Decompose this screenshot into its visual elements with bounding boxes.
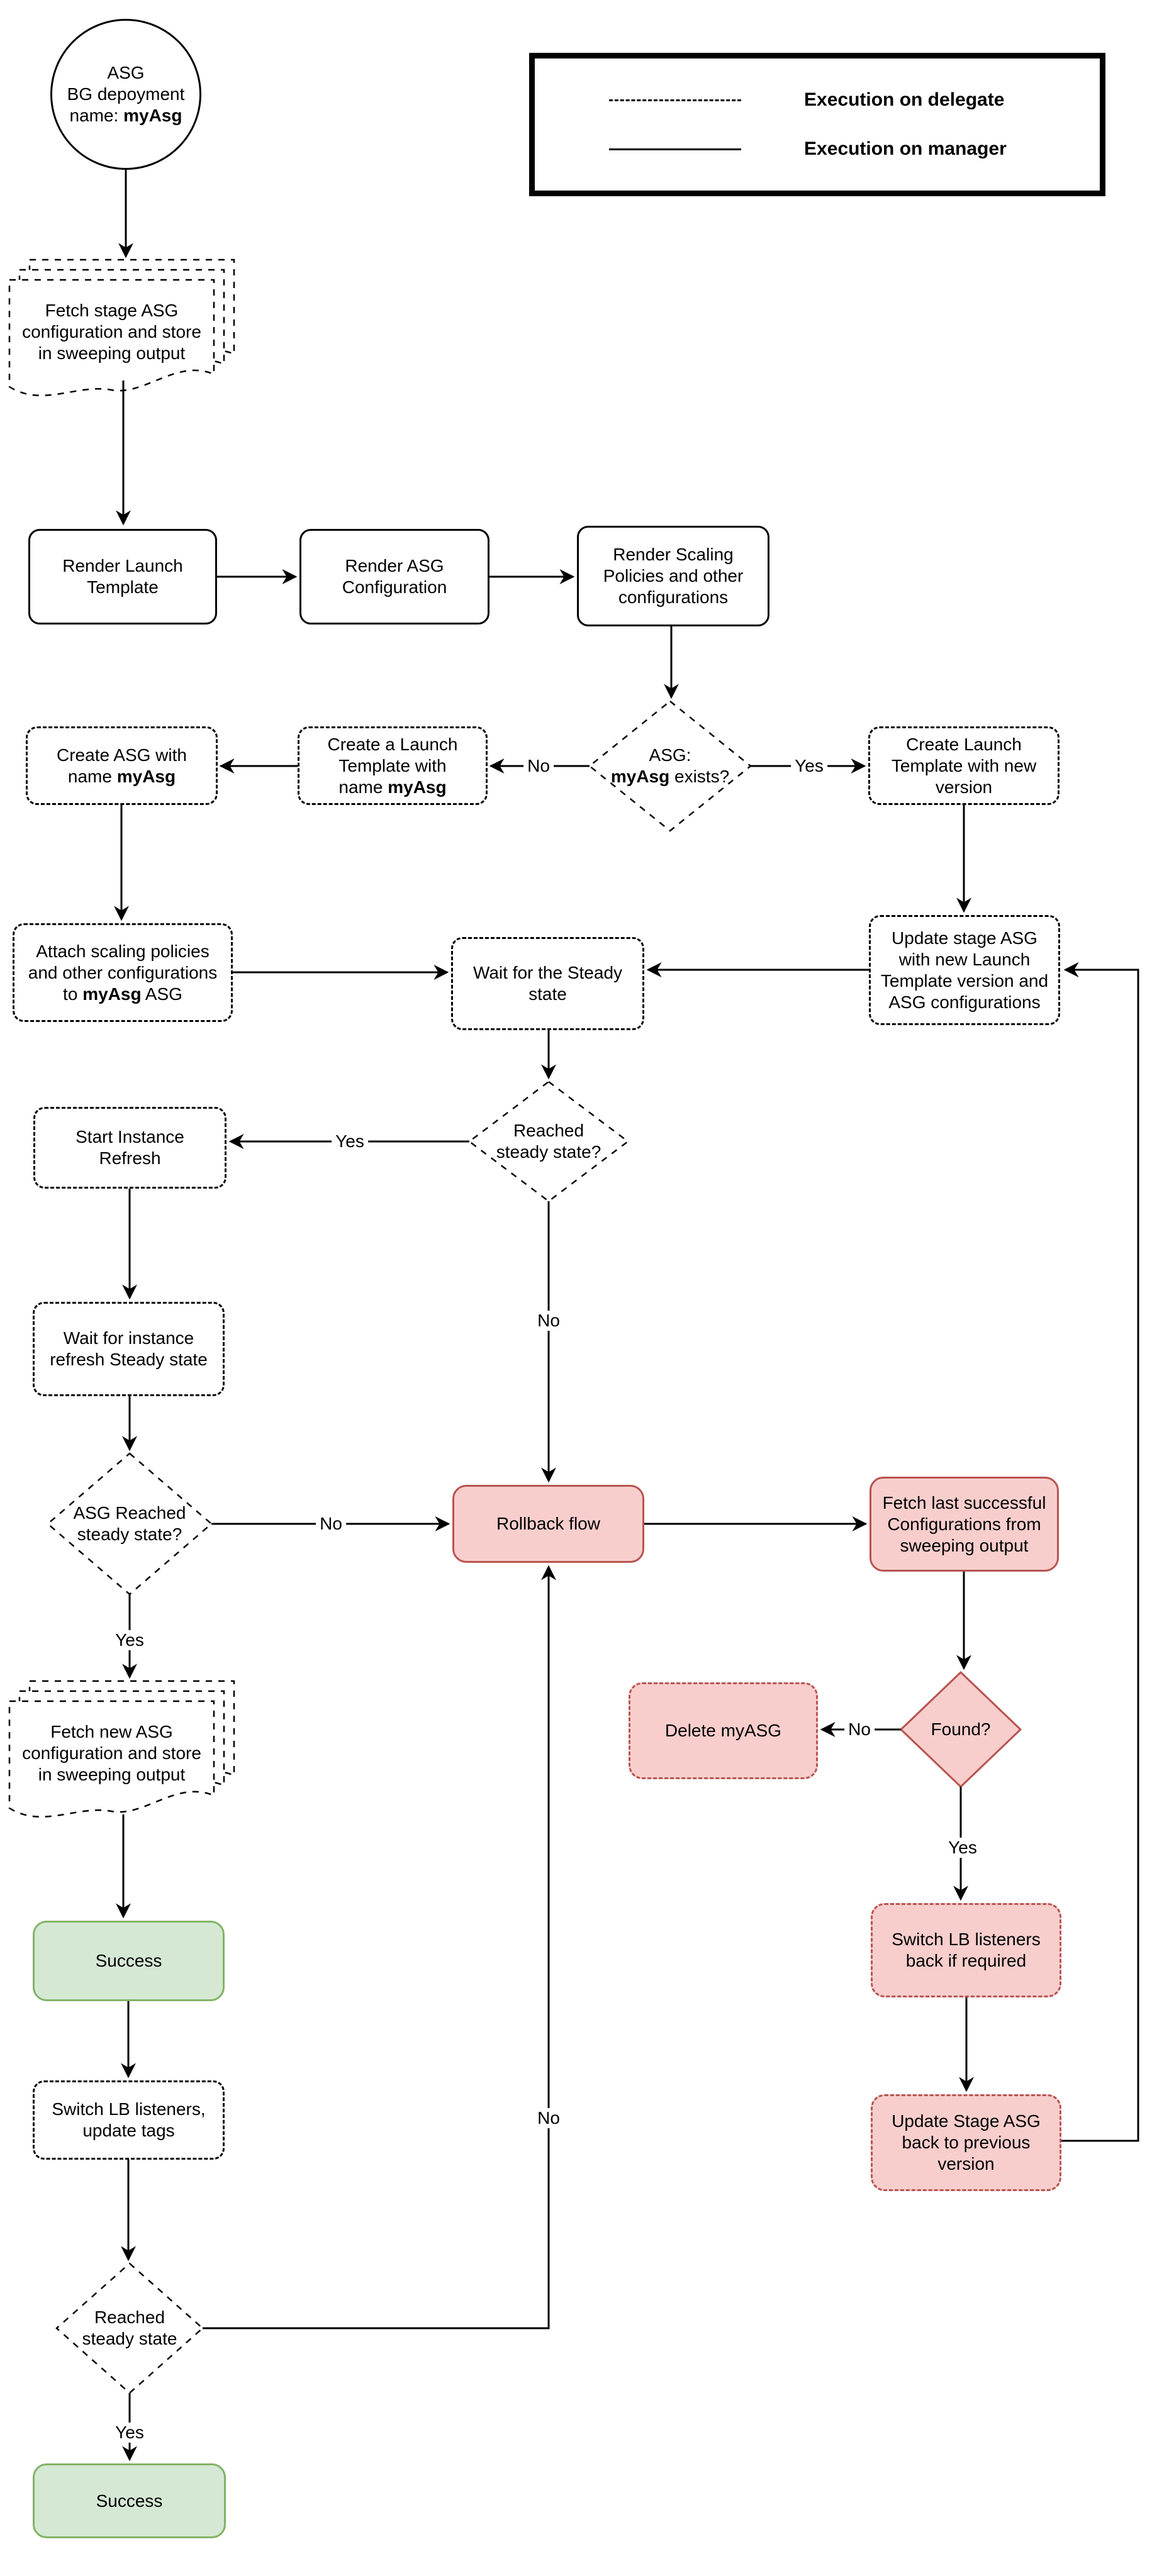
edge-label-reached-yes: Yes [332, 1131, 368, 1152]
node-render-launch: Render Launch Template [28, 529, 217, 625]
node-create-launch-myasg: Create a Launch Template with name myAsg [298, 726, 488, 805]
node-attach-policies-l2: and other configurations [28, 962, 218, 982]
start-node-line1: ASG [107, 63, 145, 82]
node-render-scaling: Render Scaling Policies and other config… [577, 526, 769, 626]
edge-label-exists-no: No [523, 756, 554, 776]
edge-label-found-yes: Yes [944, 1838, 981, 1858]
reached-steady2-diamond-shape [55, 2262, 204, 2394]
found-diamond-shape [900, 1671, 1022, 1788]
legend-manager-label: Execution on manager [804, 138, 1007, 159]
node-update-stage-back: Update Stage ASG back to previous versio… [871, 2094, 1061, 2191]
edge-label-steady2-no: No [534, 2108, 564, 2128]
edge-label-asg-reached-yes: Yes [111, 1630, 148, 1650]
node-create-launch-myasg-l2: Template with [338, 755, 447, 775]
node-create-asg-l2: name myAsg [67, 766, 176, 786]
node-fetch-new-label: Fetch new ASG configuration and store in… [22, 1721, 201, 1784]
asg-reached-diamond-shape [47, 1452, 213, 1596]
legend-row-delegate: Execution on delegate [609, 89, 1100, 111]
node-success-1: Success [33, 1921, 225, 2001]
edge-label-steady2-yes: Yes [111, 2423, 148, 2443]
start-node-line3: name: myAsg [69, 106, 182, 125]
node-attach-policies-l1: Attach scaling policies [36, 941, 210, 961]
node-delete-myasg: Delete myASG [629, 1682, 818, 1779]
node-attach-policies: Attach scaling policies and other config… [13, 923, 233, 1022]
connectors [114, 170, 1139, 2462]
node-switch-lb-back: Switch LB listeners back if required [871, 1903, 1061, 1997]
legend-row-manager: Execution on manager [609, 138, 1100, 160]
start-node: ASG BG depoyment name: myAsg [50, 19, 201, 170]
reached-steady-diamond-shape [467, 1080, 630, 1202]
legend: Execution on delegate Execution on manag… [529, 53, 1105, 196]
node-render-asg-config: Render ASG Configuration [299, 529, 489, 625]
node-create-launch-myasg-l1: Create a Launch [327, 734, 458, 754]
node-create-launch-new: Create Launch Template with new version [868, 726, 1060, 805]
legend-delegate-label: Execution on delegate [804, 89, 1005, 110]
node-rollback-flow: Rollback flow [452, 1485, 644, 1563]
edge-label-exists-yes: Yes [791, 756, 827, 776]
node-switch-lb: Switch LB listeners, update tags [33, 2080, 225, 2160]
node-create-launch-myasg-l3: name myAsg [338, 777, 447, 797]
edge-label-asg-reached-no: No [316, 1514, 346, 1534]
node-fetch-last-successful: Fetch last successful Configurations fro… [870, 1477, 1059, 1572]
node-wait-instance-refresh: Wait for instance refresh Steady state [33, 1302, 225, 1396]
edge-update-back-feedback [1061, 962, 1139, 2142]
start-node-line2: BG depoyment [67, 84, 185, 104]
node-success-2: Success [33, 2463, 226, 2538]
edge-label-found-no: No [844, 1719, 875, 1740]
asg-exists-diamond-shape [588, 700, 752, 832]
node-attach-policies-l3: to myAsg ASG [63, 984, 182, 1004]
node-create-asg: Create ASG with name myAsg [26, 726, 218, 805]
solid-line-icon [609, 148, 741, 150]
edge-reached2-no [203, 1565, 556, 2329]
node-wait-steady: Wait for the Steady state [451, 937, 644, 1030]
node-start-instance-refresh: Start Instance Refresh [33, 1107, 226, 1189]
node-fetch-stage-label: Fetch stage ASG configuration and store … [22, 300, 201, 363]
dashed-line-icon [609, 99, 741, 101]
node-update-stage-asg: Update stage ASG with new Launch Templat… [869, 915, 1060, 1025]
node-create-asg-l1: Create ASG with [57, 745, 187, 765]
edge-label-reached-no: No [534, 1311, 564, 1331]
